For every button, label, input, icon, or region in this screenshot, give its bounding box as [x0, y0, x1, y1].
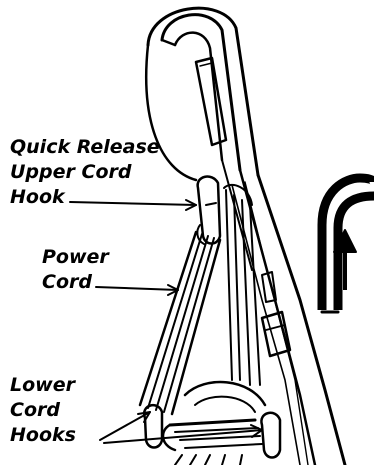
lower-cord-hook-right	[261, 413, 280, 458]
label-line: Cord	[10, 398, 76, 423]
label-line: Lower	[10, 373, 76, 398]
label-line: Hooks	[10, 423, 76, 448]
lower-cord-hooks-label: Lower Cord Hooks	[10, 373, 76, 448]
upper-cord-hook	[197, 177, 220, 244]
quick-release-upper-cord-hook-label: Quick Release Upper Cord Hook	[10, 135, 160, 210]
label-line: Upper Cord	[10, 160, 160, 185]
label-line: Power	[42, 245, 109, 270]
label-line: Hook	[10, 185, 160, 210]
wrap-direction-arrow	[322, 178, 374, 312]
power-cord-label: Power Cord	[42, 245, 109, 295]
handle-grip	[148, 8, 258, 175]
label-line: Quick Release	[10, 135, 160, 160]
label-line: Cord	[42, 270, 109, 295]
